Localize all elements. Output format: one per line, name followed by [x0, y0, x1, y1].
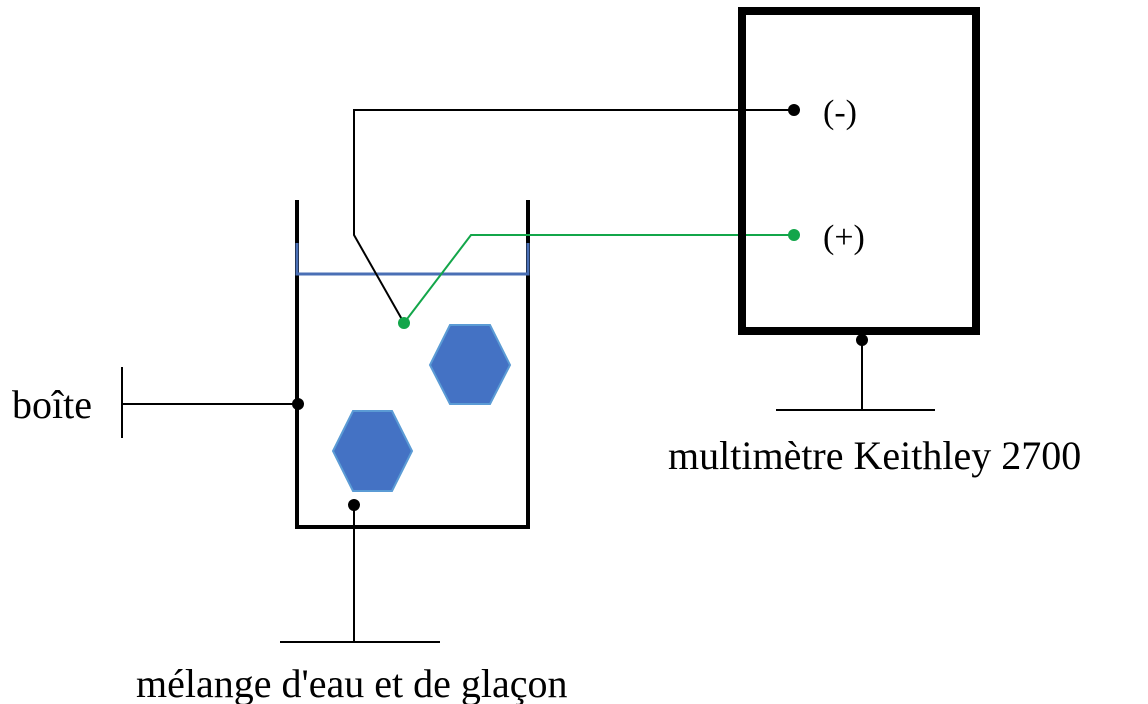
multimeter-body: [738, 7, 980, 335]
water-surface: [295, 243, 530, 276]
mixture-label: mélange d'eau et de glaçon: [136, 661, 567, 704]
positive-terminal-label: (+): [823, 219, 865, 256]
negative-terminal: [788, 104, 800, 116]
thermocouple-junction: [398, 317, 410, 329]
multimeter-label: multimètre Keithley 2700: [668, 433, 1081, 478]
ice-cube-icon: [331, 410, 414, 492]
ice-cube-icon: [428, 324, 512, 405]
positive-terminal: [788, 229, 800, 241]
negative-terminal-label: (-): [823, 94, 857, 131]
negative-wire: [353, 109, 794, 324]
positive-wire: [403, 234, 794, 324]
box-label: boîte: [12, 382, 92, 427]
